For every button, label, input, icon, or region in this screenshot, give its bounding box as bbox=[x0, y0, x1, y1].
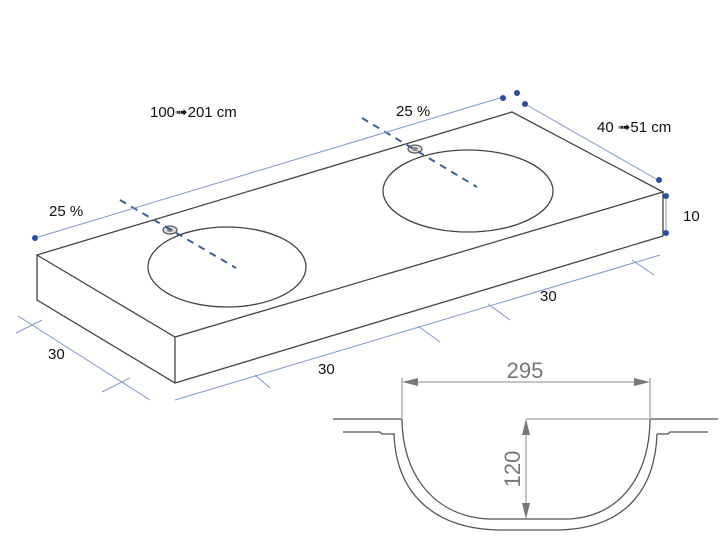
front-dimension bbox=[174, 254, 661, 401]
left-basin-axis bbox=[119, 199, 237, 269]
depth-label: 40 ➟51 cm bbox=[597, 119, 671, 136]
length-label: 100➟201 cm bbox=[150, 104, 237, 121]
height-dimension bbox=[663, 193, 669, 236]
side-segment-label: 30 bbox=[48, 346, 65, 363]
right-basin-axis bbox=[361, 117, 478, 188]
countertop-slab bbox=[35, 111, 665, 384]
depth-dimension bbox=[522, 101, 662, 183]
left-basin bbox=[147, 226, 307, 308]
basin-cross-section bbox=[333, 378, 718, 531]
slab-side-faces bbox=[36, 192, 664, 384]
section-width-label: 295 bbox=[507, 358, 544, 383]
front-middle-segment-label: 30 bbox=[318, 361, 335, 378]
slab-top-face bbox=[35, 111, 665, 338]
front-right-segment-label: 30 bbox=[540, 288, 557, 305]
right-basin bbox=[382, 149, 554, 233]
section-depth-label: 120 bbox=[500, 451, 525, 488]
left-offset-label: 25 % bbox=[49, 203, 83, 220]
right-offset-label: 25 % bbox=[396, 103, 430, 120]
length-dimension bbox=[32, 90, 520, 241]
side-dimension bbox=[15, 315, 151, 401]
height-label: 10 bbox=[683, 208, 700, 225]
